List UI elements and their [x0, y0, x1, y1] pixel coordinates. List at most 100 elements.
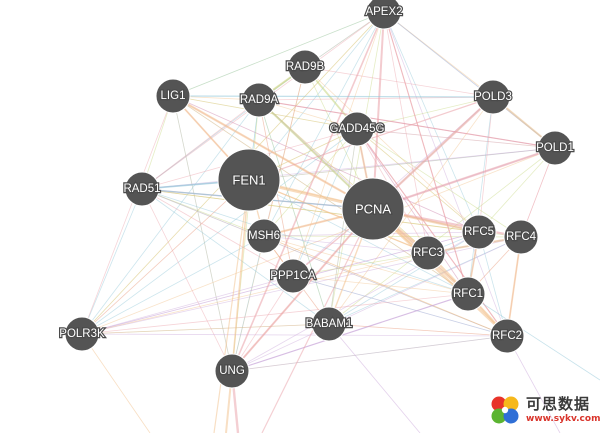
node-rfc5[interactable]: RFC5 — [461, 214, 497, 250]
edge-gadd45g-babam1 — [328, 128, 358, 325]
edge-msh6-rfc2 — [263, 235, 508, 337]
watermark-brand: 可思数据 — [526, 394, 591, 413]
node-circle-fen1[interactable] — [217, 148, 281, 212]
edge-pold1-babam1 — [328, 147, 556, 325]
node-circle-pold1[interactable] — [537, 130, 573, 166]
node-rfc1[interactable]: RFC1 — [450, 276, 486, 312]
edge-polr3k-offscreen-5 — [81, 333, 151, 433]
node-circle-rfc3[interactable] — [410, 235, 446, 271]
watermark-url: www.sykv.com — [526, 413, 600, 424]
edge-rad51-ung — [141, 188, 233, 372]
edge-lig1-pold3 — [172, 95, 494, 98]
edge-apex2-rfc3 — [383, 11, 429, 254]
edge-ppp1ca-rfc1 — [292, 275, 469, 295]
node-circle-rfc4[interactable] — [503, 219, 539, 255]
node-circle-rfc5[interactable] — [461, 214, 497, 250]
edge-ppp1ca-ung — [231, 275, 294, 372]
node-circle-rad9b[interactable] — [287, 49, 323, 85]
edge-rad9a-pold1 — [258, 99, 556, 149]
node-circle-rad51[interactable] — [124, 171, 160, 207]
edge-lig1-ung — [172, 95, 233, 372]
edge-fen1-offscreen-2 — [213, 179, 250, 433]
node-rfc2[interactable]: RFC2 — [489, 318, 525, 354]
node-circle-gadd45g[interactable] — [339, 111, 375, 147]
edge-apex2-ung — [231, 11, 385, 372]
edge-msh6-rfc3 — [263, 235, 429, 254]
node-circle-rfc1[interactable] — [450, 276, 486, 312]
edge-fen1-rfc3 — [248, 179, 429, 254]
edge-apex2-rfc5 — [383, 11, 480, 233]
edge-msh6-ung — [231, 235, 265, 372]
edge-babam1-offscreen-6 — [328, 323, 421, 433]
edge-apex2-rfc1 — [383, 11, 469, 295]
watermark-logo: 可思数据 www.sykv.com — [488, 390, 600, 430]
node-circle-rfc2[interactable] — [489, 318, 525, 354]
edge-lig1-polr3k — [81, 95, 174, 335]
edge-rfc2-ung — [231, 335, 508, 372]
edge-rad51-rfc2 — [141, 188, 508, 337]
edge-rad51-ppp1ca — [141, 188, 294, 277]
edge-rad9a-babam1 — [258, 99, 330, 325]
edge-pold1-polr3k — [81, 147, 556, 335]
edge-pcna-pold1 — [372, 146, 556, 211]
edge-rad51-rfc5 — [141, 188, 480, 233]
edge-rfc3-ppp1ca — [292, 252, 429, 277]
edge-gadd45g-rfc4 — [356, 128, 522, 238]
edge-pcna-apex2 — [372, 11, 385, 210]
edge-pold1-rfc5 — [478, 147, 556, 233]
node-circle-babam1[interactable] — [311, 306, 347, 342]
node-circle-msh6[interactable] — [246, 218, 282, 254]
node-lig1[interactable]: LIG1 — [155, 78, 191, 114]
edge-rad9a-polr3k — [81, 99, 260, 335]
node-circle-apex2[interactable] — [366, 0, 402, 30]
edge-rad9a-rfc3 — [258, 99, 429, 254]
edge-rad9b-pold3 — [304, 66, 494, 98]
node-circle-rad9a[interactable] — [241, 82, 277, 118]
edge-gadd45g-babam1 — [328, 128, 358, 325]
node-circle-pold3[interactable] — [475, 79, 511, 115]
node-ung[interactable]: UNG — [214, 353, 250, 389]
edge-gadd45g-msh6 — [263, 128, 358, 237]
edge-apex2-rfc2 — [383, 11, 508, 337]
edge-rfc3-polr3k — [81, 252, 429, 335]
edge-msh6-polr3k — [81, 235, 265, 335]
node-circle-polr3k[interactable] — [64, 316, 100, 352]
edge-pold1-rad51 — [141, 147, 556, 190]
edge-rfc2-ung — [231, 335, 508, 372]
edge-babam1-rfc2 — [328, 323, 508, 337]
node-circle-ung[interactable] — [214, 353, 250, 389]
edge-rad51-msh6 — [141, 188, 265, 237]
edge-polr3k-babam1 — [81, 323, 330, 335]
edge-apex2-msh6 — [263, 11, 385, 237]
node-msh6[interactable]: MSH6 — [246, 218, 282, 254]
edge-lig1-ung — [172, 95, 233, 372]
node-rfc3[interactable]: RFC3 — [410, 235, 446, 271]
node-fen1[interactable]: FEN1 — [217, 148, 281, 212]
edge-pold1-fen1 — [248, 147, 556, 181]
edge-apex2-lig1 — [172, 11, 385, 97]
node-circle-lig1[interactable] — [155, 78, 191, 114]
edge-rfc2-offscreen-4 — [506, 335, 561, 433]
node-rad51[interactable]: RAD51 — [122, 171, 162, 207]
node-circle-ppp1ca[interactable] — [275, 258, 311, 294]
edge-pold3-babam1 — [328, 96, 494, 325]
node-apex2[interactable]: APEX2 — [364, 0, 404, 30]
edge-rad9b-ung — [231, 66, 306, 372]
edge-rad9a-babam1 — [258, 99, 330, 325]
edge-babam1-rfc2 — [328, 323, 508, 337]
edge-pold1-fen1 — [248, 147, 556, 181]
edge-ppp1ca-rfc2 — [292, 275, 508, 337]
flower-logo-icon — [491, 396, 519, 424]
node-circle-pcna[interactable] — [341, 177, 405, 241]
node-pcna[interactable]: PCNA — [341, 177, 405, 241]
edge-rfc5-rfc2 — [478, 231, 508, 337]
node-rad9b[interactable]: RAD9B — [285, 49, 326, 85]
node-rfc4[interactable]: RFC4 — [503, 219, 539, 255]
edge-rad9a-rfc3 — [258, 99, 429, 254]
edge-rad9b-msh6 — [263, 66, 306, 237]
edge-rad51-polr3k — [81, 188, 143, 335]
edge-rad51-rfc1 — [141, 188, 469, 295]
